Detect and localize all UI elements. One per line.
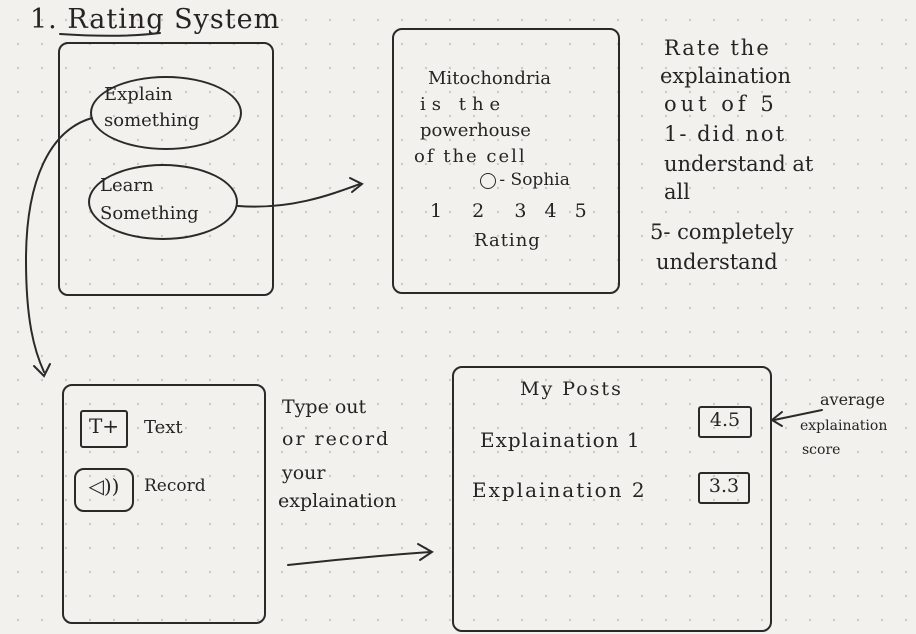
- post-1-score-badge: [698, 406, 752, 438]
- rating-label: Rating: [474, 230, 541, 251]
- screen-explain-input: [62, 384, 266, 624]
- note-average-line: explaination: [800, 418, 888, 434]
- note-average-line: average: [820, 390, 885, 409]
- learn-something-button[interactable]: [88, 164, 238, 240]
- note-rate-line: all: [664, 180, 690, 204]
- screen-my-posts: [452, 366, 772, 632]
- note-rate-line: 1- did not: [664, 122, 787, 146]
- post-line-1: Mitochondria: [428, 68, 551, 89]
- note-type-line: explaination: [278, 490, 397, 512]
- my-posts-heading: My Posts: [520, 378, 623, 400]
- text-icon[interactable]: [80, 410, 128, 448]
- avatar-icon: [480, 172, 496, 189]
- arrow-record-to-posts: [287, 551, 431, 566]
- learn-something-label: Learn Something: [100, 175, 199, 224]
- note-rate-line: explaination: [660, 64, 792, 88]
- screen-post: [392, 28, 620, 294]
- screen-home: [58, 42, 274, 296]
- note-type-line: or record: [282, 428, 391, 450]
- post-line-2: is the: [420, 94, 507, 115]
- note-rate-line: Rate the: [664, 36, 771, 60]
- record-option-label[interactable]: Record: [144, 476, 206, 496]
- note-type-line: your: [282, 462, 326, 484]
- note-rate-line: understand at: [664, 152, 814, 176]
- post-2-score: 3.3: [708, 475, 740, 497]
- post-line-3: powerhouse: [420, 120, 531, 141]
- post-2-score-badge: [698, 472, 750, 504]
- explain-something-label: Explain something: [104, 84, 200, 131]
- post-author: - Sophia: [480, 170, 570, 190]
- post-author-name: - Sophia: [499, 170, 570, 190]
- post-1-label[interactable]: Explaination 1: [480, 428, 641, 452]
- record-icon[interactable]: [74, 468, 134, 512]
- text-option-label[interactable]: Text: [144, 417, 183, 438]
- post-1-score: 4.5: [709, 409, 741, 431]
- record-icon-glyph: ◁)): [88, 474, 120, 498]
- note-rate-line: understand: [656, 250, 778, 274]
- explain-something-button[interactable]: [90, 76, 242, 150]
- note-type-line: Type out: [282, 396, 367, 418]
- note-average-line: score: [802, 442, 841, 458]
- note-rate-line: 5- completely: [650, 220, 794, 244]
- post-2-label[interactable]: Explaination 2: [472, 478, 647, 502]
- note-rate-line: out of 5: [664, 92, 778, 116]
- page-title: 1. Rating System: [30, 4, 281, 35]
- text-icon-glyph: T+: [88, 414, 120, 438]
- rating-scale[interactable]: 1 2 3 4 5: [430, 200, 593, 222]
- post-line-4: of the cell: [414, 146, 527, 167]
